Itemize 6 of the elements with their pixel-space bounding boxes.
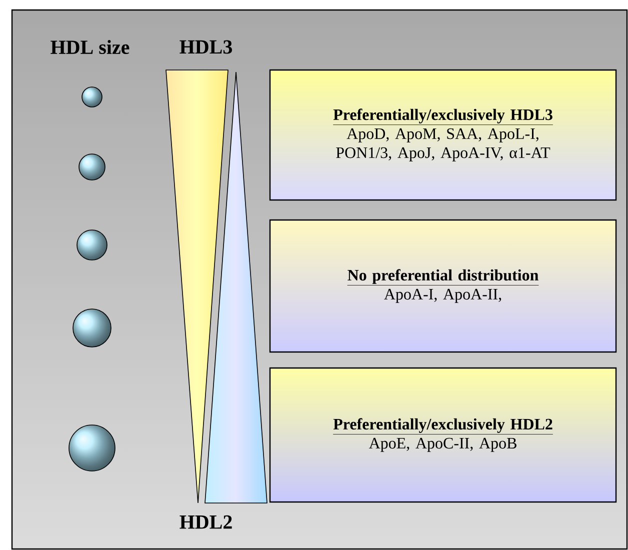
axis-label: HDL size [50, 40, 130, 54]
category-box: Preferentially/exclusively HDL2 ApoE, ApoC-II, ApoB [269, 367, 617, 503]
category-box: No preferential distribution ApoA-I, ApoA-II, [269, 219, 617, 353]
axis-label: HDL3 [180, 40, 232, 54]
axis-label: HDL2 [180, 515, 232, 529]
category-box: Preferentially/exclusively HDL3 ApoD, ApoM, SAA, ApoL-I, PON1/3, ApoJ, ApoA-IV, α1-AT [269, 69, 617, 201]
